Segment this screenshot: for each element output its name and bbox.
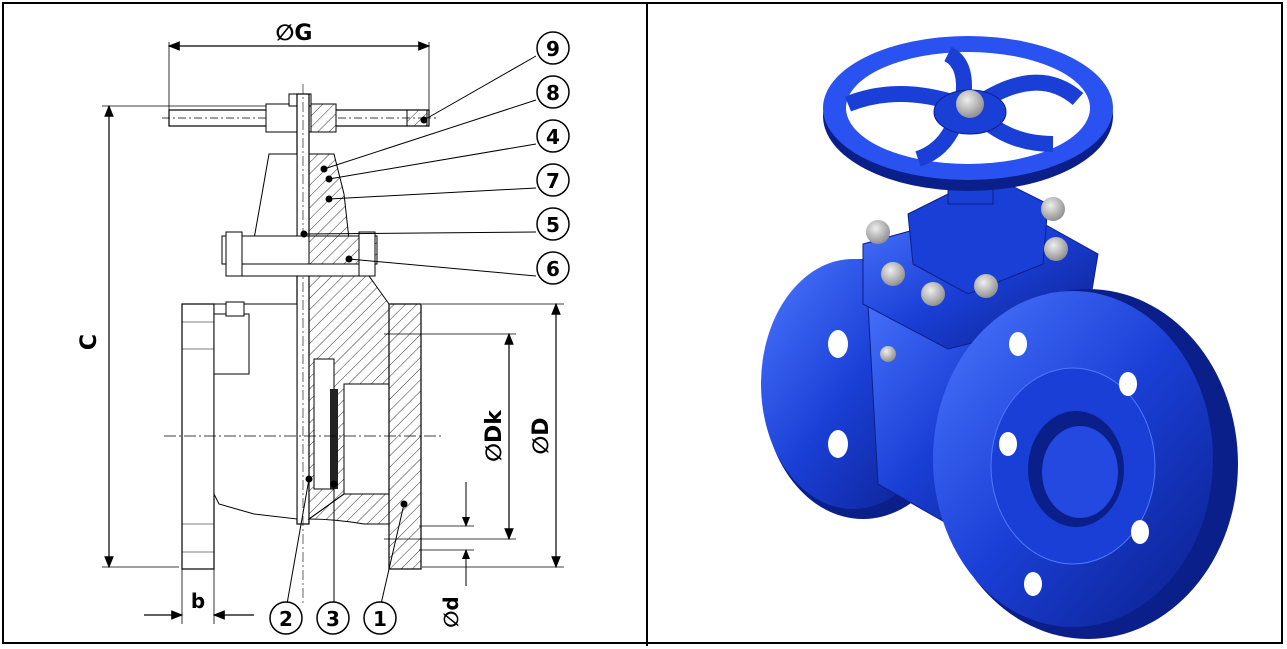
valve-3d-render <box>761 36 1238 639</box>
callout-9: 9 <box>536 31 570 65</box>
svg-text:7: 7 <box>546 169 560 193</box>
dimension-d-label: ∅D <box>529 417 554 454</box>
callout-8: 8 <box>536 75 570 109</box>
stem-nut <box>956 90 984 118</box>
svg-text:4: 4 <box>546 125 560 149</box>
svg-text:8: 8 <box>546 81 560 105</box>
svg-text:2: 2 <box>279 607 293 631</box>
callout-2: 2 <box>269 601 303 635</box>
dimension-small-d-label: ∅d <box>439 596 463 627</box>
dimension-b: b <box>144 569 254 624</box>
callouts: 9 8 4 7 5 6 2 3 1 <box>269 31 570 635</box>
valve-body <box>164 275 444 570</box>
callout-7: 7 <box>536 163 570 197</box>
callout-5: 5 <box>536 207 570 241</box>
callout-4: 4 <box>536 119 570 153</box>
bonnet <box>221 153 378 277</box>
callout-3: 3 <box>316 601 350 635</box>
dimension-dk-label: ∅Dk <box>482 409 507 462</box>
dimension-b-label: b <box>191 589 205 613</box>
dimension-d: ∅D <box>422 302 564 569</box>
dimension-small-d: ∅d <box>419 482 474 628</box>
technical-drawing-panel: ∅G C <box>4 4 646 644</box>
leader-lines <box>286 55 537 605</box>
svg-text:5: 5 <box>546 213 560 237</box>
svg-text:6: 6 <box>546 257 560 281</box>
valve-render-panel <box>648 4 1283 644</box>
right-flange <box>933 289 1238 639</box>
svg-text:3: 3 <box>326 607 340 631</box>
dimension-c: C <box>77 104 304 569</box>
dimension-dk: ∅Dk <box>384 332 516 541</box>
svg-text:9: 9 <box>546 37 560 61</box>
callout-1: 1 <box>363 601 397 635</box>
svg-text:1: 1 <box>373 607 387 631</box>
dimension-g-label: ∅G <box>276 21 313 46</box>
technical-drawing: ∅G C <box>77 21 570 635</box>
dimension-c-label: C <box>77 334 102 350</box>
callout-6: 6 <box>536 251 570 285</box>
handwheel-3d <box>823 36 1113 191</box>
panel-divider <box>646 2 648 646</box>
dimension-g: ∅G <box>167 21 431 114</box>
